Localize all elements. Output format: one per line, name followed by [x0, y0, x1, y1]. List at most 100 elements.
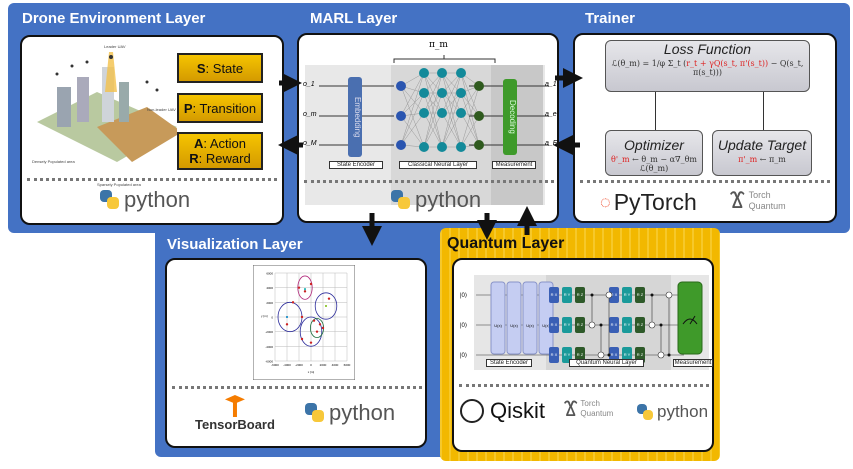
input-oM: o_M	[303, 140, 317, 147]
svg-text:R Z: R Z	[637, 352, 644, 357]
neuron	[456, 68, 466, 78]
action-reward-box: A: Action R: Reward	[177, 132, 263, 170]
qubit-ket: |0⟩	[460, 322, 467, 329]
y-axis-label: y [m]	[261, 314, 268, 318]
output-ae: a_e	[545, 111, 557, 118]
rotation-gate	[609, 287, 619, 303]
python-logo: python	[305, 400, 395, 426]
rotation-gate	[562, 287, 572, 303]
cnot-target	[588, 321, 596, 329]
scatter-point	[300, 337, 304, 341]
neuron	[419, 108, 429, 118]
rotation-gate	[622, 317, 632, 333]
decoding-block: Decoding	[503, 79, 517, 155]
visualization-title: Visualization Layer	[167, 236, 303, 253]
drone-layer-box: Leader UAV Densely Populated area Sparse…	[20, 35, 284, 225]
output-a1: a_1	[545, 81, 557, 88]
neuron	[437, 68, 447, 78]
svg-text:R X: R X	[611, 352, 618, 357]
scatter-point	[300, 315, 304, 319]
scatter-point	[318, 323, 322, 326]
svg-text:R Y: R Y	[564, 322, 571, 327]
torchquantum-icon: Ϫ	[564, 396, 578, 421]
scatter-point	[285, 323, 289, 326]
python-logo: python	[637, 402, 708, 422]
transition-box: P: Transition	[177, 93, 263, 123]
svg-text:U(x): U(x)	[510, 323, 518, 328]
neuron	[396, 111, 406, 121]
unitary-block	[522, 281, 538, 355]
scatter-point	[321, 326, 325, 330]
python-icon	[100, 190, 120, 210]
svg-text:R X: R X	[611, 292, 618, 297]
rotation-gate	[635, 317, 645, 333]
x-tick-label: 2000	[320, 363, 327, 367]
rotation-gate	[575, 287, 585, 303]
qubit-ket: |0⟩	[460, 292, 467, 299]
svg-text:U(x): U(x)	[494, 323, 502, 328]
sparsely-label: Sparsely Populated area	[97, 182, 141, 187]
svg-text:R Z: R Z	[577, 352, 584, 357]
neuron	[474, 140, 484, 150]
rotation-gate	[609, 317, 619, 333]
x-axis-label: x [m]	[308, 370, 315, 374]
neuron	[456, 108, 466, 118]
city-illustration	[37, 52, 177, 162]
input-om: o_m	[303, 111, 317, 118]
scatter-point	[309, 282, 313, 286]
svg-text:R Z: R Z	[577, 322, 584, 327]
svg-text:R Z: R Z	[637, 322, 644, 327]
center-point	[304, 288, 306, 291]
output-aE: a_E	[545, 140, 558, 147]
marl-layer-title: MARL Layer	[310, 10, 398, 27]
scatter-point	[327, 297, 331, 300]
qubit-ket: |0⟩	[460, 352, 467, 359]
cluster-ellipse	[314, 292, 338, 320]
rotation-gate	[622, 287, 632, 303]
cnot-target	[665, 291, 673, 299]
svg-text:R Y: R Y	[564, 292, 571, 297]
non-leader-label: Non-leader UAV	[147, 107, 176, 112]
measurement-label: Measurement	[673, 359, 713, 367]
pytorch-icon: ◌	[600, 192, 611, 212]
divider	[459, 384, 709, 387]
update-target-box: Update Target π'_m ← π_m	[712, 130, 812, 176]
scatter-point	[312, 319, 316, 322]
unitary-block	[506, 281, 522, 355]
pytorch-logo: ◌PyTorch	[600, 189, 697, 215]
neuron	[474, 81, 484, 91]
trainer-box: Loss Function ℒ(θ_m) = 1/φ Σ_t (r_t + γQ…	[573, 33, 837, 223]
x-tick-label: -4000	[283, 363, 291, 367]
cluster-ellipse	[299, 316, 323, 347]
input-o1: o_1	[303, 81, 315, 88]
qiskit-logo: Qiskit	[460, 398, 545, 424]
y-tick-label: -6000	[265, 360, 273, 364]
scatter-point	[297, 286, 301, 289]
neuron	[474, 111, 484, 121]
scatter-point	[315, 330, 319, 333]
marl-layer-box: π_m o_1 o_m o_M a_1 a_e a_E Embedding De…	[297, 33, 559, 223]
embedding-block: Embedding	[348, 77, 362, 157]
python-icon	[637, 404, 653, 420]
scatter-point	[303, 290, 307, 293]
cnot-target	[648, 321, 656, 329]
svg-text:R X: R X	[611, 322, 618, 327]
svg-text:R Y: R Y	[624, 352, 631, 357]
neuron	[456, 88, 466, 98]
neuron	[419, 142, 429, 152]
neuron	[437, 142, 447, 152]
cnot-target	[597, 351, 605, 359]
python-icon	[391, 190, 411, 210]
scatter-point	[291, 301, 295, 304]
cluster-ellipse	[297, 275, 313, 300]
rotation-gate	[549, 287, 559, 303]
loss-function-box: Loss Function ℒ(θ_m) = 1/φ Σ_t (r_t + γQ…	[605, 40, 810, 92]
svg-text:R Z: R Z	[577, 292, 584, 297]
leader-uav-label: Leader UAV	[104, 44, 126, 49]
svg-text:R Y: R Y	[564, 352, 571, 357]
python-logo: python	[391, 187, 481, 213]
measurement-label: Measurement	[492, 161, 536, 169]
center-point	[325, 305, 327, 307]
x-tick-label: -6000	[271, 363, 279, 367]
